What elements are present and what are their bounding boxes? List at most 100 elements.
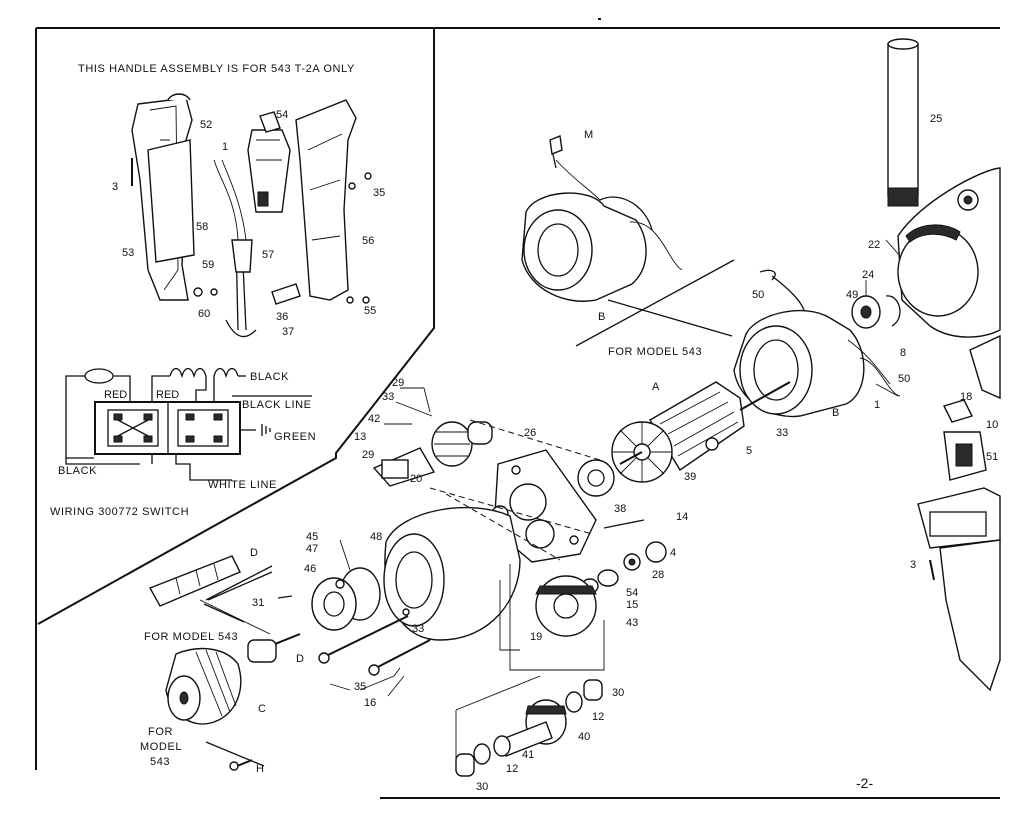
label-33c: 33 bbox=[412, 623, 424, 635]
label-24: 24 bbox=[862, 269, 874, 281]
label-B-main: B bbox=[832, 407, 839, 419]
handle-assembly-caption: THIS HANDLE ASSEMBLY IS FOR 543 T-2A ONL… bbox=[78, 63, 355, 75]
spindle-assembly bbox=[247, 567, 381, 663]
wire-label-red-2: RED bbox=[156, 389, 179, 401]
label-12b: 12 bbox=[506, 763, 518, 775]
label-39: 39 bbox=[684, 471, 696, 483]
handle-label-59: 59 bbox=[202, 259, 214, 271]
label-33a: 33 bbox=[382, 391, 394, 403]
handle-label-53: 53 bbox=[122, 247, 134, 259]
label-45: 45 bbox=[306, 531, 318, 543]
label-A: A bbox=[652, 381, 660, 393]
label-4: 4 bbox=[670, 547, 676, 559]
label-M: M bbox=[584, 129, 593, 141]
label-B-field: B bbox=[598, 311, 605, 323]
chuck-c bbox=[165, 647, 253, 771]
gear-43 bbox=[535, 575, 597, 637]
wire-label-black-line: BLACK LINE bbox=[242, 399, 312, 411]
page-number: -2- bbox=[856, 775, 873, 791]
main-assembly: FOR MODEL 543 FOR MODEL 543 FOR MODEL 54… bbox=[140, 38, 1001, 793]
label-49: 49 bbox=[846, 289, 858, 301]
label-33b: 33 bbox=[776, 427, 788, 439]
assembly-guide-lines bbox=[199, 239, 901, 770]
label-20: 20 bbox=[410, 473, 422, 485]
spindle-d-upper bbox=[148, 555, 273, 607]
wire-label-green: GREEN bbox=[274, 431, 316, 443]
label-H: H bbox=[256, 763, 264, 775]
handle-half-right bbox=[295, 99, 357, 301]
label-16: 16 bbox=[364, 697, 376, 709]
label-35: 35 bbox=[354, 681, 366, 693]
field-b bbox=[733, 269, 901, 418]
note-chuck-c-line2: MODEL bbox=[140, 741, 182, 753]
right-handle-parts bbox=[917, 334, 1001, 692]
handle-label-54: 54 bbox=[276, 109, 288, 121]
label-D-upper: D bbox=[250, 547, 258, 559]
label-12a: 12 bbox=[592, 711, 604, 723]
armature-a bbox=[611, 381, 791, 483]
handle-label-57: 57 bbox=[262, 249, 274, 261]
label-50a: 50 bbox=[752, 289, 764, 301]
label-D-lower: D bbox=[296, 653, 304, 665]
wire-label-white-line: WHITE LINE bbox=[208, 479, 277, 491]
label-51: 51 bbox=[986, 451, 998, 463]
label-29b: 29 bbox=[362, 449, 374, 461]
label-41: 41 bbox=[522, 749, 534, 761]
handle-label-58: 58 bbox=[196, 221, 208, 233]
rods bbox=[318, 608, 431, 676]
label-46: 46 bbox=[304, 563, 316, 575]
label-30a: 30 bbox=[612, 687, 624, 699]
inset-frame bbox=[35, 18, 1000, 799]
wiring-caption: WIRING 300772 SWITCH bbox=[50, 506, 189, 518]
handle-label-36: 36 bbox=[276, 311, 288, 323]
note-chuck-c-line1: FOR bbox=[148, 726, 173, 738]
handle-label-3: 3 bbox=[112, 181, 118, 193]
housing-22 bbox=[897, 167, 1001, 338]
label-31: 31 bbox=[252, 597, 264, 609]
end-bell-26 bbox=[491, 449, 597, 563]
handle-label-60: 60 bbox=[198, 308, 210, 320]
label-15: 15 bbox=[626, 599, 638, 611]
label-43: 43 bbox=[626, 617, 638, 629]
label-30b: 30 bbox=[476, 781, 488, 793]
label-40: 40 bbox=[578, 731, 590, 743]
label-54: 54 bbox=[626, 587, 638, 599]
label-22: 22 bbox=[868, 239, 880, 251]
label-42: 42 bbox=[368, 413, 380, 425]
lower-gear-train bbox=[455, 679, 603, 777]
handle-label-37: 37 bbox=[282, 326, 294, 338]
gear-case-48 bbox=[383, 506, 521, 641]
gear-cluster-20 bbox=[372, 421, 493, 487]
handle-assembly: THIS HANDLE ASSEMBLY IS FOR 543 T-2A ONL… bbox=[78, 63, 385, 338]
label-38: 38 bbox=[614, 503, 626, 515]
note-spindle-d-model: FOR MODEL 543 bbox=[144, 631, 238, 643]
label-47: 47 bbox=[306, 543, 318, 555]
label-5: 5 bbox=[746, 445, 752, 457]
tube-25 bbox=[887, 38, 919, 207]
label-29a: 29 bbox=[392, 377, 404, 389]
field-assembly-upper bbox=[521, 135, 735, 347]
label-1: 1 bbox=[874, 399, 880, 411]
motor-symbol bbox=[84, 368, 114, 384]
label-8: 8 bbox=[900, 347, 906, 359]
label-10: 10 bbox=[986, 419, 998, 431]
label-19: 19 bbox=[530, 631, 542, 643]
label-25: 25 bbox=[930, 113, 942, 125]
handle-label-52: 52 bbox=[200, 119, 212, 131]
wire-label-red-1: RED bbox=[104, 389, 127, 401]
wire-label-black: BLACK bbox=[250, 371, 289, 383]
handle-label-35: 35 bbox=[373, 187, 385, 199]
label-13: 13 bbox=[354, 431, 366, 443]
label-3: 3 bbox=[910, 559, 916, 571]
handle-label-55: 55 bbox=[364, 305, 376, 317]
label-18: 18 bbox=[960, 391, 972, 403]
label-48: 48 bbox=[370, 531, 382, 543]
label-C: C bbox=[258, 703, 266, 715]
small-parts-group bbox=[581, 519, 667, 594]
label-26: 26 bbox=[524, 427, 536, 439]
wiring-diagram: RED RED BLACK BLACK LINE GREEN BLACK WHI… bbox=[50, 367, 316, 518]
handle-label-1: 1 bbox=[222, 141, 228, 153]
wire-label-black-left: BLACK bbox=[58, 465, 97, 477]
field-coil-2 bbox=[213, 367, 239, 379]
